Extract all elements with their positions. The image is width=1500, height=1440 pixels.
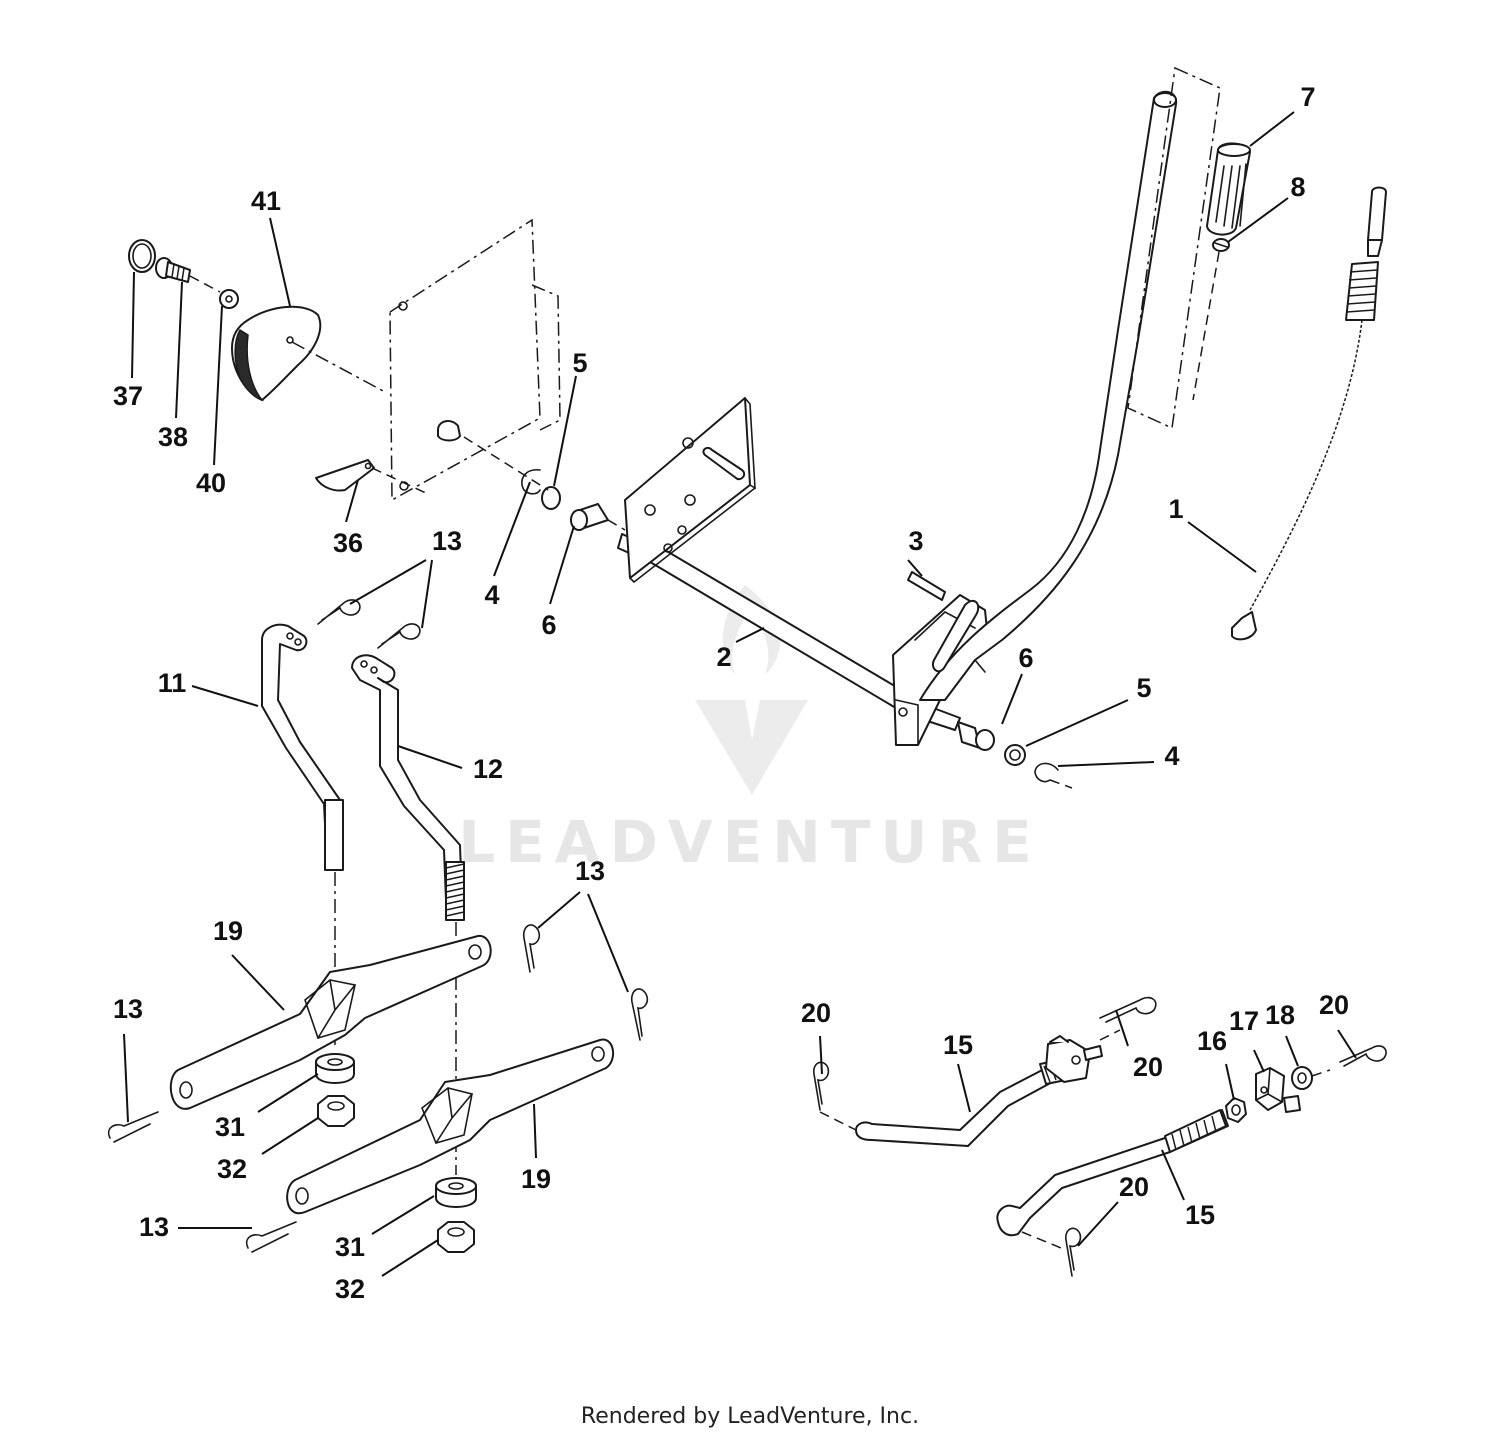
part-41-knob	[231, 305, 386, 402]
part-13-hairpin-low-1	[107, 1111, 159, 1143]
part-6-bushing-left	[570, 503, 626, 531]
part-13-hairpin-top-1	[317, 599, 361, 625]
part-8-screw	[1192, 238, 1230, 401]
callout-37: 37	[113, 381, 143, 411]
part-19-lift-arm-lower	[286, 1038, 615, 1215]
part-31-spacer-lower	[435, 1177, 477, 1208]
part-5-washer-right	[1004, 744, 1026, 766]
part-38-bolt	[155, 257, 221, 293]
callout-20-b: 20	[1133, 1052, 1163, 1082]
callout-5-right: 5	[1136, 673, 1151, 703]
callout-32-upper: 32	[217, 1154, 247, 1184]
adjuster-block-upper	[1045, 1029, 1121, 1083]
callout-7: 7	[1300, 82, 1315, 112]
callout-12: 12	[473, 754, 503, 784]
leader-lines	[123, 111, 1357, 1277]
callout-3: 3	[908, 526, 923, 556]
grip-sleeve-outline	[1127, 66, 1221, 430]
part-19-lift-arm-upper	[169, 934, 492, 1110]
callout-17: 17	[1229, 1006, 1259, 1036]
callout-20-c: 20	[1319, 990, 1349, 1020]
lift-plate	[624, 397, 756, 584]
callout-32-lower: 32	[335, 1274, 365, 1304]
callout-31-upper: 31	[215, 1112, 245, 1142]
part-15-adjuster-rod-lower	[996, 1109, 1229, 1251]
callout-20-d: 20	[1119, 1172, 1149, 1202]
callout-15-upper: 15	[943, 1030, 973, 1060]
part-32-nut-lower	[437, 1221, 475, 1253]
part-13-hairpin-mid-1	[522, 924, 541, 973]
part-20-hairpin-1	[813, 1061, 830, 1111]
callout-8: 8	[1290, 172, 1305, 202]
part-18-washer	[1291, 1066, 1331, 1090]
watermark-text: LEADVENTURE	[458, 808, 1042, 876]
callout-4-left: 4	[484, 580, 499, 610]
footer-credit: Rendered by LeadVenture, Inc.	[580, 1404, 920, 1429]
callout-38: 38	[158, 422, 188, 452]
callout-19-upper: 19	[213, 916, 243, 946]
part-36-clip	[315, 459, 429, 495]
part-17-block	[1255, 1067, 1301, 1113]
callout-6-right: 6	[1018, 643, 1033, 673]
callout-13-low-left: 13	[113, 994, 143, 1024]
callout-19-lower: 19	[521, 1164, 551, 1194]
part-31-spacer-upper	[315, 1053, 355, 1084]
axis-line-left	[463, 436, 549, 491]
part-20-hairpin-4	[1065, 1227, 1082, 1277]
part-13-hairpin-low-2	[245, 1221, 297, 1253]
callout-11: 11	[158, 668, 187, 698]
part-4-e-clip-right	[1034, 762, 1073, 789]
callout-36: 36	[333, 528, 363, 558]
callout-20-a: 20	[801, 998, 831, 1028]
callout-40: 40	[196, 468, 226, 498]
dash-panel-outline	[389, 218, 561, 502]
callout-13-low: 13	[139, 1212, 169, 1242]
part-37-ring	[128, 239, 156, 273]
callout-6-left: 6	[541, 610, 556, 640]
callout-13-top: 13	[432, 526, 462, 556]
callout-15-lower: 15	[1185, 1200, 1215, 1230]
callout-labels: 37 38 40 41 36 5 4 6 13 3 2 7 8 1 6 5 4 …	[113, 82, 1349, 1304]
part-6-bushing-right	[957, 721, 995, 751]
lift-lever	[919, 90, 1178, 701]
part-13-hairpin-mid-2	[630, 988, 649, 1041]
callout-4-right: 4	[1164, 741, 1179, 771]
part-7-grip	[1206, 142, 1251, 236]
part-32-nut-upper	[317, 1095, 355, 1127]
callout-31-lower: 31	[335, 1232, 365, 1262]
part-16-nut	[1225, 1097, 1247, 1123]
callout-13-mid: 13	[575, 856, 605, 886]
part-13-hairpin-top-2	[377, 623, 421, 649]
callout-16: 16	[1197, 1026, 1227, 1056]
callout-18: 18	[1265, 1000, 1295, 1030]
callout-1: 1	[1168, 494, 1183, 524]
part-3-pin	[907, 571, 946, 601]
part-20-hairpin-2	[1099, 996, 1157, 1023]
callout-2: 2	[716, 642, 731, 672]
part-4-e-clip-left	[521, 469, 541, 495]
callout-41: 41	[251, 186, 281, 216]
part-40-washer	[219, 289, 239, 309]
part-20-hairpin-3	[1339, 1045, 1387, 1067]
part-5-washer-left	[541, 486, 561, 510]
part-1-cable	[1231, 186, 1387, 641]
callout-5-left: 5	[572, 348, 587, 378]
part-15-adjuster-rod-upper	[819, 1059, 1067, 1147]
